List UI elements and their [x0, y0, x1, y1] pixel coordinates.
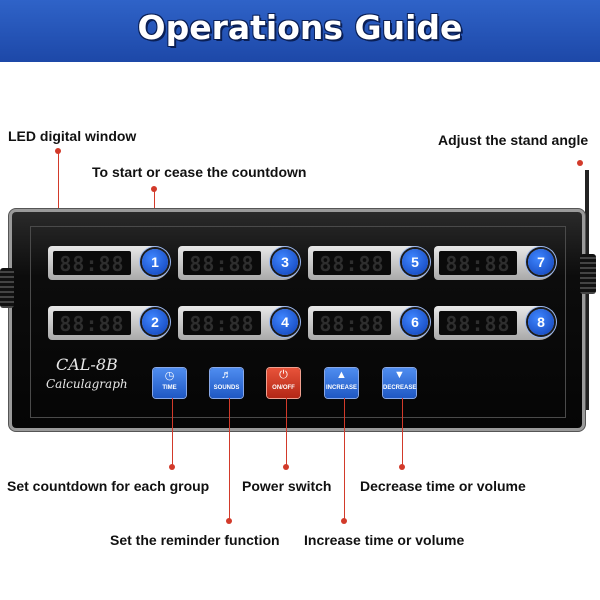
label-increase: Increase time or volume: [304, 532, 465, 548]
device-panel: [30, 226, 566, 418]
led-display: 88:88: [53, 251, 131, 276]
label-reminder: Set the reminder function: [110, 532, 280, 548]
arrow-up-icon: ▲: [336, 369, 347, 381]
device-subtitle: Calculagraph: [46, 377, 128, 391]
label-set-countdown: Set countdown for each group: [7, 478, 210, 494]
led-display: 88:88: [313, 311, 391, 336]
title-banner: Operations Guide: [0, 0, 600, 62]
clock-icon: ◷: [164, 370, 175, 382]
leader-line-set-countdown: [172, 398, 173, 466]
leader-dot-decrease: [399, 464, 405, 470]
label-power-switch: Power switch: [242, 478, 332, 494]
leader-dot-power: [283, 464, 289, 470]
leader-line-led: [58, 151, 59, 261]
stand-knob-right[interactable]: [580, 254, 596, 294]
led-display: 88:88: [183, 251, 261, 276]
device-model: CAL-8B: [56, 355, 118, 374]
speaker-icon: ♬: [221, 369, 232, 381]
timer-5-start-button[interactable]: 5: [402, 249, 428, 275]
leader-line-reminder: [229, 398, 230, 520]
timer-2-start-button[interactable]: 2: [142, 309, 168, 335]
leader-dot-set-countdown: [169, 464, 175, 470]
timer-1-start-button[interactable]: 1: [142, 249, 168, 275]
timer-8-start-button[interactable]: 8: [528, 309, 554, 335]
timer-group-1: 88:88 1: [48, 246, 170, 280]
arrow-down-icon: ▼: [394, 369, 405, 381]
timer-group-5: 88:88 5: [308, 246, 430, 280]
led-display: 88:88: [313, 251, 391, 276]
leader-line-power: [286, 398, 287, 466]
decrease-button[interactable]: ▼ DECREASE: [383, 368, 416, 398]
timer-group-4: 88:88 4: [178, 306, 300, 340]
leader-dot-increase: [341, 518, 347, 524]
sounds-button[interactable]: ♬ SOUNDS: [210, 368, 243, 398]
label-stand-angle: Adjust the stand angle: [438, 132, 589, 148]
timer-group-7: 88:88 7: [434, 246, 556, 280]
led-display: 88:88: [183, 311, 261, 336]
power-icon: ⏻: [279, 369, 288, 381]
timer-group-3: 88:88 3: [178, 246, 300, 280]
leader-line-decrease: [402, 398, 403, 466]
increase-button[interactable]: ▲ INCREASE: [325, 368, 358, 398]
page-title: Operations Guide: [137, 8, 463, 47]
timer-group-2: 88:88 2: [48, 306, 170, 340]
timer-4-start-button[interactable]: 4: [272, 309, 298, 335]
led-display: 88:88: [439, 311, 517, 336]
stand-knob-left[interactable]: [0, 268, 14, 308]
power-button[interactable]: ⏻ ON/OFF: [267, 368, 300, 398]
timer-3-start-button[interactable]: 3: [272, 249, 298, 275]
leader-line-increase: [344, 398, 345, 520]
label-start-cease: To start or cease the countdown: [92, 164, 307, 180]
time-button[interactable]: ◷ TIME: [153, 368, 186, 398]
timer-group-6: 88:88 6: [308, 306, 430, 340]
label-led-window: LED digital window: [8, 128, 137, 144]
label-decrease: Decrease time or volume: [360, 478, 526, 494]
timer-6-start-button[interactable]: 6: [402, 309, 428, 335]
timer-7-start-button[interactable]: 7: [528, 249, 554, 275]
leader-dot-reminder: [226, 518, 232, 524]
led-display: 88:88: [53, 311, 131, 336]
led-display: 88:88: [439, 251, 517, 276]
timer-group-8: 88:88 8: [434, 306, 556, 340]
leader-dot-stand: [577, 160, 583, 166]
